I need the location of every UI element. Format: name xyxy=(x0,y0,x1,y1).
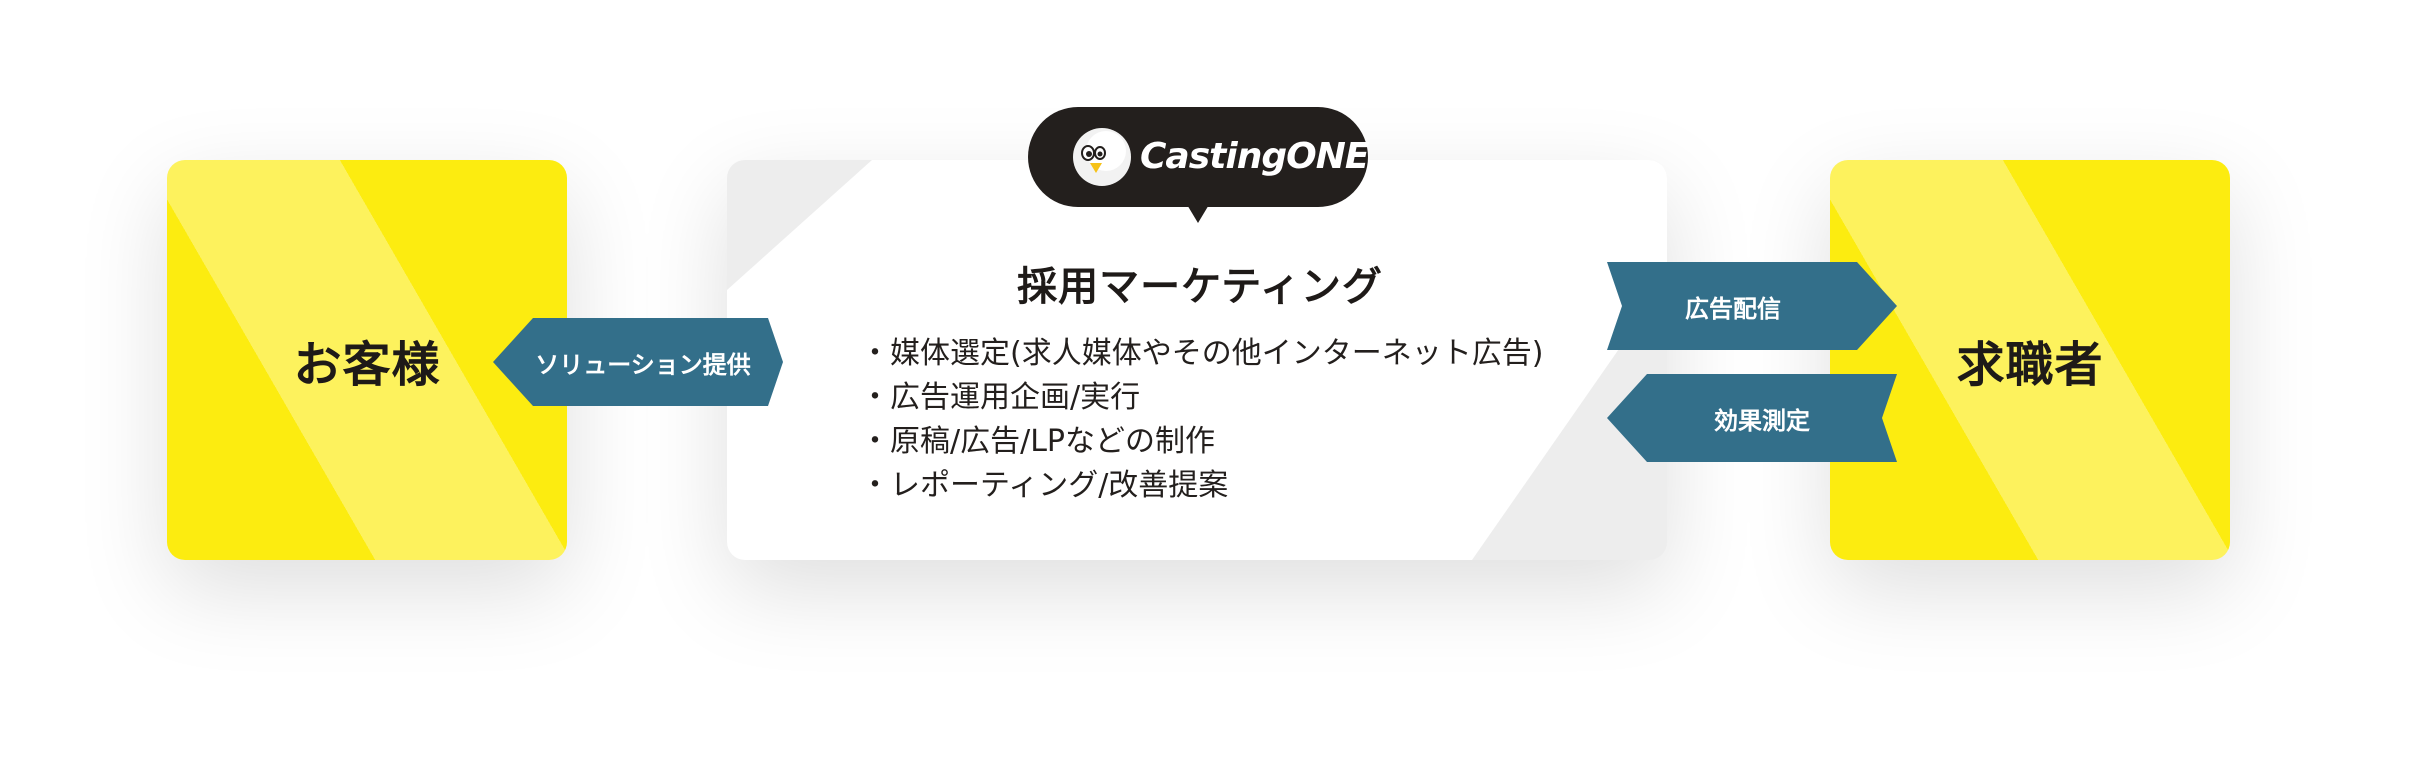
service-list: ・媒体選定(求人媒体やその他インターネット広告) ・広告運用企画/実行 ・原稿/… xyxy=(860,332,1543,508)
service-item: ・レポーティング/改善提案 xyxy=(860,468,1229,503)
job-seeker-box: 求職者 xyxy=(1830,160,2230,560)
logo-pointer xyxy=(1186,203,1210,223)
ad-delivery-arrow-label: 広告配信 xyxy=(1685,294,1781,323)
effect-measurement-arrow-label: 効果測定 xyxy=(1714,406,1810,435)
left-arrow-shape xyxy=(1607,374,1897,462)
solution-arrow: ソリューション提供 xyxy=(493,318,783,406)
solution-arrow-label: ソリューション提供 xyxy=(535,350,751,379)
mascot-icon xyxy=(1073,128,1131,186)
effect-measurement-arrow: 効果測定 xyxy=(1607,374,1897,462)
job-seeker-label: 求職者 xyxy=(1956,337,2104,393)
center-title: 採用マーケティング xyxy=(1017,264,1383,310)
left-arrow-shape xyxy=(493,318,783,406)
service-item: ・媒体選定(求人媒体やその他インターネット広告) xyxy=(860,336,1544,371)
service-item: ・原稿/広告/LPなどの制作 xyxy=(860,424,1216,459)
right-arrow-shape xyxy=(1607,262,1897,350)
service-item: ・広告運用企画/実行 xyxy=(860,380,1141,415)
castingone-logo-text: CastingONE xyxy=(1140,136,1369,177)
panel-white-band xyxy=(727,160,1667,560)
castingone-logo-bubble: CastingONE xyxy=(1028,107,1369,223)
panel-background-shape xyxy=(727,160,1667,560)
recruitment-marketing-panel xyxy=(727,160,1667,560)
client-label: お客様 xyxy=(293,337,441,393)
ad-delivery-arrow: 広告配信 xyxy=(1607,262,1897,350)
